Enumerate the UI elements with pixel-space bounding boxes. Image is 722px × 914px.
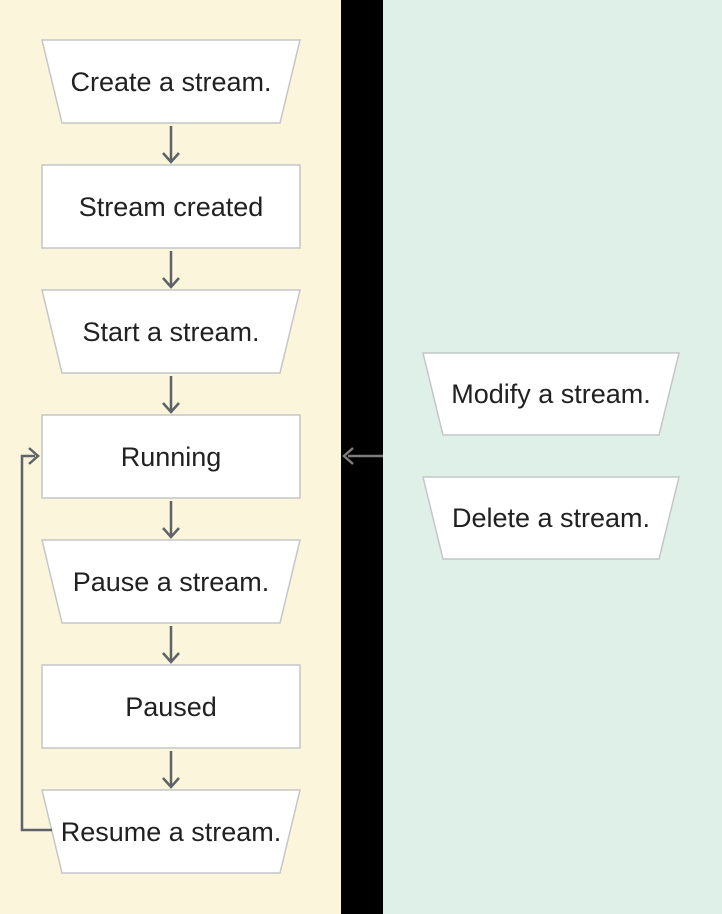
node-label: Modify a stream.	[451, 379, 651, 409]
arrow-head-down	[162, 777, 180, 789]
arrow-running-to-pause	[162, 501, 180, 539]
trapezoid-shape	[41, 39, 301, 124]
node-label: Delete a stream.	[452, 503, 650, 533]
node-paused: Paused	[41, 664, 301, 749]
trapezoid-shape	[41, 539, 301, 624]
arrow-created-to-start	[162, 251, 180, 289]
node-pause: Pause a stream.	[41, 539, 301, 624]
trapezoid-shape	[422, 476, 680, 560]
node-label: Pause a stream.	[73, 567, 270, 597]
arrow-head-down	[162, 527, 180, 539]
arrow-pause-to-paused	[162, 626, 180, 664]
node-label: Create a stream.	[70, 67, 271, 97]
arrow-head-down	[162, 152, 180, 164]
trapezoid-shape	[41, 789, 301, 874]
arrow-shaft	[20, 454, 52, 832]
node-running: Running	[41, 414, 301, 499]
node-label: Running	[121, 442, 222, 472]
node-delete: Delete a stream.	[422, 476, 680, 560]
arrow-head-down	[162, 402, 180, 414]
rectangle-shape	[41, 664, 301, 749]
arrow-resume-to-running-loop	[20, 447, 52, 832]
node-label: Start a stream.	[82, 317, 259, 347]
rectangle-shape	[41, 164, 301, 249]
arrow-paused-to-resume	[162, 751, 180, 789]
arrow-start-to-running	[162, 376, 180, 414]
node-stream-created: Stream created	[41, 164, 301, 249]
trapezoid-shape	[422, 352, 680, 436]
rectangle-shape	[41, 414, 301, 499]
actions-panel-background	[383, 0, 722, 914]
node-create: Create a stream.	[41, 39, 301, 124]
node-label: Stream created	[79, 192, 264, 222]
node-modify: Modify a stream.	[422, 352, 680, 436]
node-resume: Resume a stream.	[41, 789, 301, 874]
arrow-actions-to-running	[342, 447, 383, 465]
arrow-head-right	[28, 447, 40, 465]
arrow-head-left	[342, 447, 354, 465]
node-label: Paused	[125, 692, 217, 722]
trapezoid-shape	[41, 289, 301, 374]
node-start: Start a stream.	[41, 289, 301, 374]
arrow-create-to-created	[162, 126, 180, 164]
node-label: Resume a stream.	[61, 817, 282, 847]
arrow-head-down	[162, 277, 180, 289]
arrow-head-down	[162, 652, 180, 664]
